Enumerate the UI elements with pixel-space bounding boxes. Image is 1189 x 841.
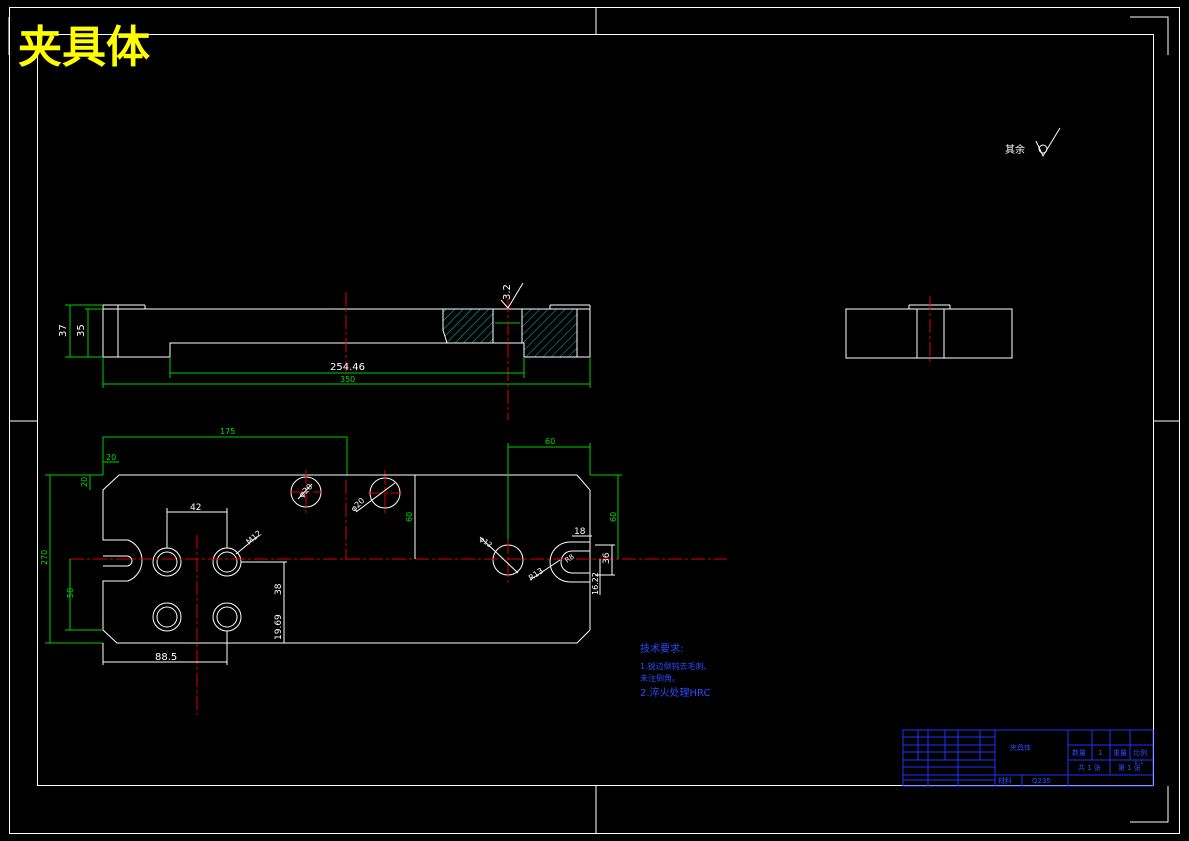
dim-37: 37 (58, 324, 69, 337)
roughness-note-label: 其余 (1005, 143, 1025, 156)
section-hatch-right (521, 308, 578, 358)
dim-36: 36 (602, 552, 612, 564)
tech-req-line1b: 未注倒角。 (640, 673, 680, 683)
title-block-material-value: Q235 (1032, 777, 1051, 785)
title-block-qty-value: 1 (1098, 749, 1102, 757)
side-view: 3.2 37 35 254.46 350 (58, 282, 591, 420)
plan-outline (102, 474, 591, 644)
dim-19-69: 19.69 (274, 614, 284, 640)
inner-frame (37, 34, 1154, 786)
end-view (845, 296, 1013, 366)
centering-marks (9, 7, 1180, 834)
dim-20a: 20 (106, 453, 116, 462)
hole-b1 (152, 602, 182, 632)
trim-marks (8, 16, 1169, 823)
dim-20b: 20 (80, 477, 89, 487)
dim-35: 35 (76, 324, 87, 337)
tech-req-heading: 技术要求: (640, 642, 683, 655)
dim-50: 50 (66, 588, 75, 598)
dim-r13: R13 (527, 566, 545, 582)
dim-60-top: 60 (405, 512, 414, 522)
dim-60-right: 60 (545, 437, 555, 446)
drawing-title: 夹具体 (18, 22, 150, 73)
plan-view: 175 20 20 270 50 42 M12 88.5 38 19.69 60… (40, 427, 727, 715)
section-roughness-icon (500, 282, 524, 309)
title-block: 夹具体 数量 1 重量 比例 1:1 共 1 张 第 1 张 材料 Q235 (902, 729, 1154, 787)
title-block-scale-value: 1:1 (1134, 759, 1144, 766)
dim-350: 350 (340, 375, 355, 384)
dim-m12: M12 (245, 529, 264, 547)
slot-right (549, 541, 591, 583)
dim-38: 38 (274, 583, 284, 595)
dim-270: 270 (40, 550, 49, 565)
title-block-sheet: 第 1 张 (1118, 763, 1141, 772)
dim-18: 18 (574, 527, 586, 537)
outer-frame (9, 7, 1180, 834)
tech-requirements: 技术要求: 1.锐边倒钝去毛刺、 未注倒角。 2.淬火处理HRC (640, 642, 712, 699)
section-hatch-left (442, 308, 494, 344)
dim-88-5: 88.5 (155, 652, 177, 663)
tech-req-line1: 1.锐边倒钝去毛刺、 (640, 661, 712, 671)
title-block-part-name: 夹具体 (1010, 743, 1031, 752)
dim-60b: 60 (609, 512, 618, 522)
dim-175: 175 (220, 427, 235, 436)
title-block-qty-label: 数量 (1072, 748, 1086, 757)
dim-rough: 3.2 (502, 284, 513, 300)
title-block-weight-label: 重量 (1113, 749, 1127, 757)
dim-r8: R8 (564, 553, 576, 565)
title-block-sheets: 共 1 张 (1078, 763, 1101, 772)
roughness-note: 其余 √ (1005, 127, 1061, 158)
dim-16-22: 16.22 (591, 572, 600, 595)
tech-req-line2: 2.淬火处理HRC (640, 686, 711, 699)
roughness-symbol-icon (1035, 127, 1061, 158)
dim-phi20b: φ20 (349, 496, 366, 513)
title-block-scale-label: 比例 (1133, 748, 1147, 757)
dim-254-46: 254.46 (330, 362, 365, 373)
title-block-material-label: 材料 (998, 776, 1012, 785)
dim-42: 42 (190, 503, 201, 513)
